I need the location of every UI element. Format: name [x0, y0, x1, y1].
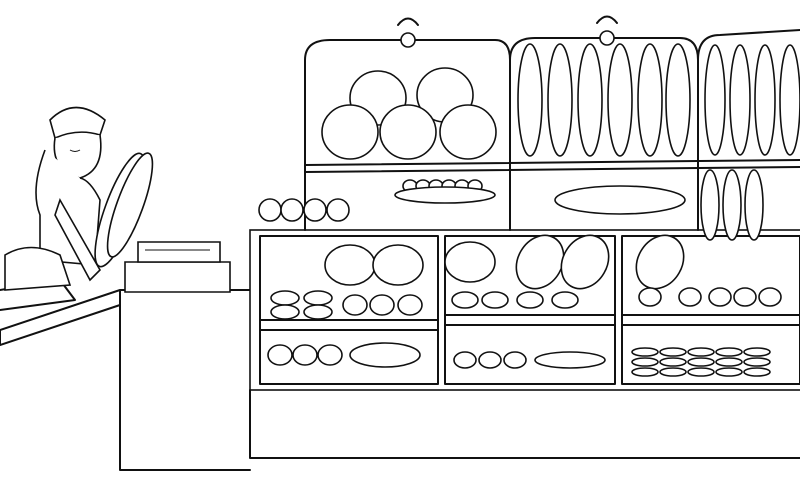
bun [267, 344, 293, 366]
roll-cake [258, 198, 282, 222]
cookie [687, 357, 715, 367]
cookie [631, 357, 659, 367]
baguette [722, 169, 742, 241]
pastry [551, 291, 579, 309]
tart [733, 287, 757, 307]
baguette [637, 43, 663, 157]
oval-loaf [635, 234, 685, 290]
round-loaf [439, 104, 497, 160]
long-rolls [534, 351, 606, 369]
cookie [743, 367, 771, 377]
baguette [577, 43, 603, 157]
baguette [607, 43, 633, 157]
cookie [687, 347, 715, 357]
upper-cabinet [304, 15, 800, 231]
cookie [715, 367, 743, 377]
pastry [481, 291, 509, 309]
baguette [700, 169, 720, 241]
platter [394, 186, 496, 204]
cookie [631, 347, 659, 357]
round-bread [372, 244, 424, 286]
bun [478, 351, 502, 369]
croissant [397, 294, 423, 316]
baguette [704, 44, 726, 156]
donut [270, 304, 300, 320]
baguette [779, 44, 800, 156]
cookie [743, 357, 771, 367]
baguette [744, 169, 764, 241]
baguette [754, 44, 776, 156]
croissant [342, 294, 368, 316]
bun [317, 344, 343, 366]
baker-figure [4, 106, 154, 291]
croissant [369, 294, 395, 316]
cookie [715, 347, 743, 357]
cookie [659, 357, 687, 367]
tart [638, 287, 662, 307]
tart [708, 287, 732, 307]
cookie [687, 367, 715, 377]
roll-cake [326, 198, 350, 222]
round-bread [444, 241, 496, 283]
baguette [665, 43, 691, 157]
round-bread [324, 244, 376, 286]
cookie [659, 367, 687, 377]
tart [758, 287, 782, 307]
bread-tray [554, 185, 686, 215]
donut [270, 290, 300, 306]
pastry [451, 291, 479, 309]
baguette [547, 43, 573, 157]
baguette [729, 44, 751, 156]
donut [303, 304, 333, 320]
bun [292, 344, 318, 366]
cookie [743, 347, 771, 357]
croissant-tray [349, 342, 421, 368]
cookie [631, 367, 659, 377]
roll-cake [280, 198, 304, 222]
oval-loaf [560, 234, 610, 290]
pastry [516, 291, 544, 309]
cash-register [124, 241, 231, 293]
cookie [715, 357, 743, 367]
round-loaf [321, 104, 379, 160]
tart [678, 287, 702, 307]
baguette [517, 43, 543, 157]
roll-cake [303, 198, 327, 222]
bread-items [258, 43, 800, 377]
bun [453, 351, 477, 369]
oval-loaf [515, 234, 565, 290]
donut [303, 290, 333, 306]
cookie [659, 347, 687, 357]
bun [503, 351, 527, 369]
round-loaf [379, 104, 437, 160]
side-counter [0, 279, 251, 471]
